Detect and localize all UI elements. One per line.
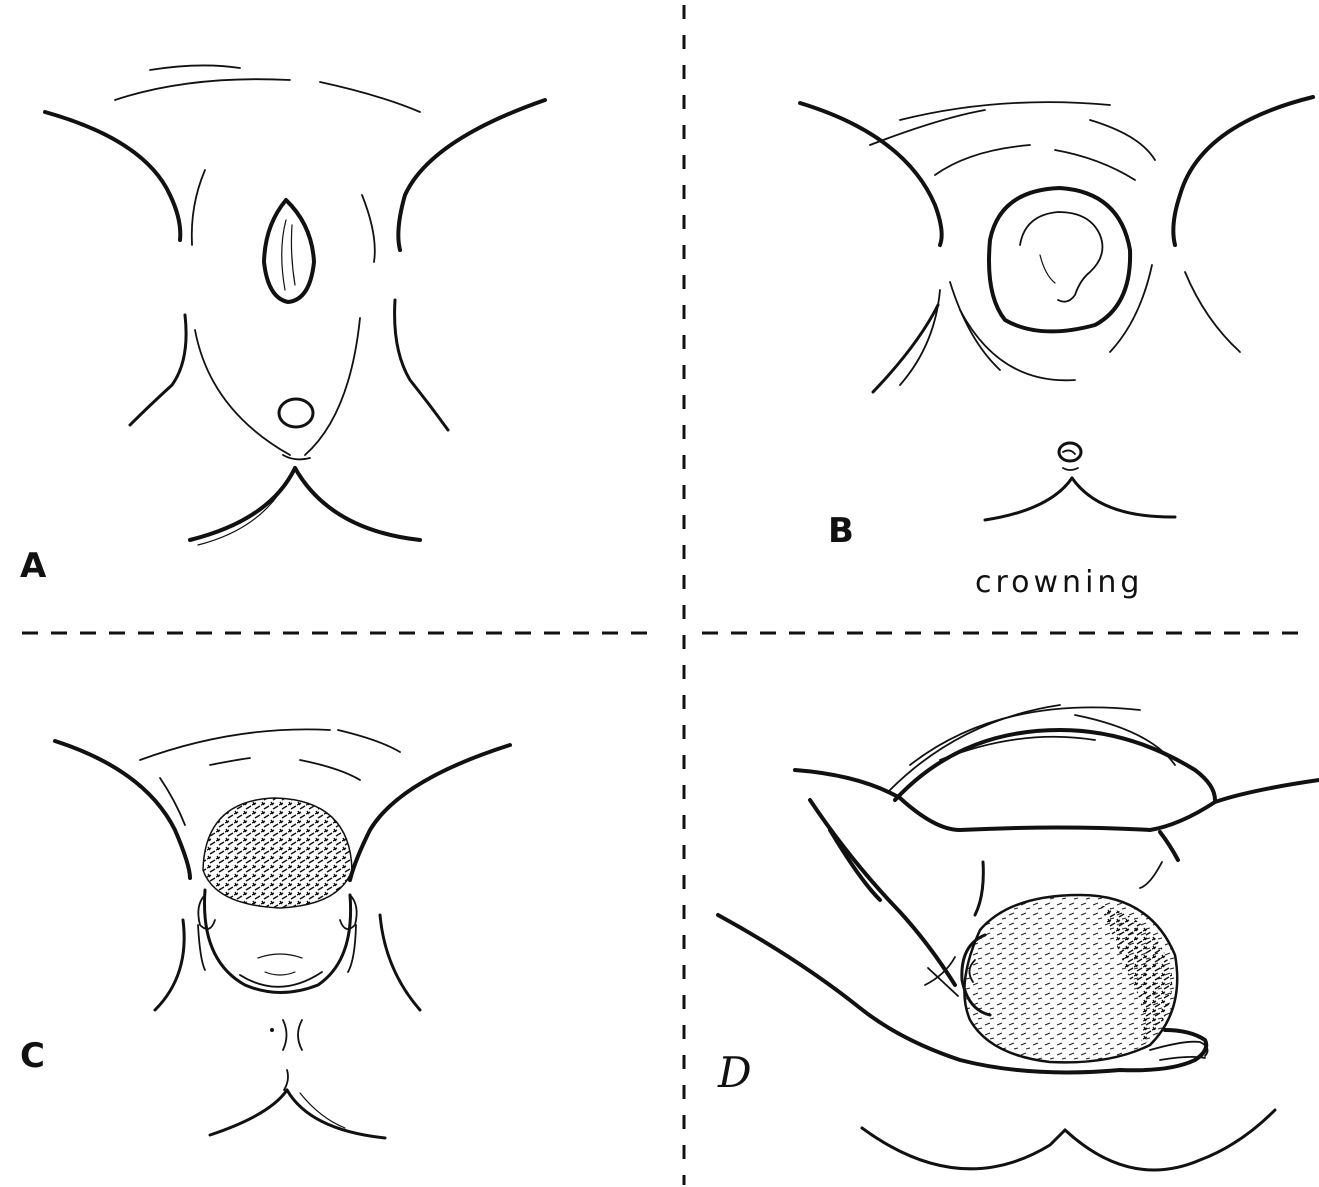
panel-label-d: D [717,1048,752,1097]
panel-a-drawing: A [20,65,545,586]
panel-label-c: C [20,1036,45,1076]
panel-label-b: B [828,511,854,551]
panel-c-drawing: C [20,729,510,1138]
panel-b-caption: crowning [975,565,1143,600]
fetal-head [203,798,352,908]
panel-label-a: A [20,546,47,586]
panel-d-drawing: D [717,705,1319,1170]
panel-b-drawing: B crowning [800,97,1313,600]
